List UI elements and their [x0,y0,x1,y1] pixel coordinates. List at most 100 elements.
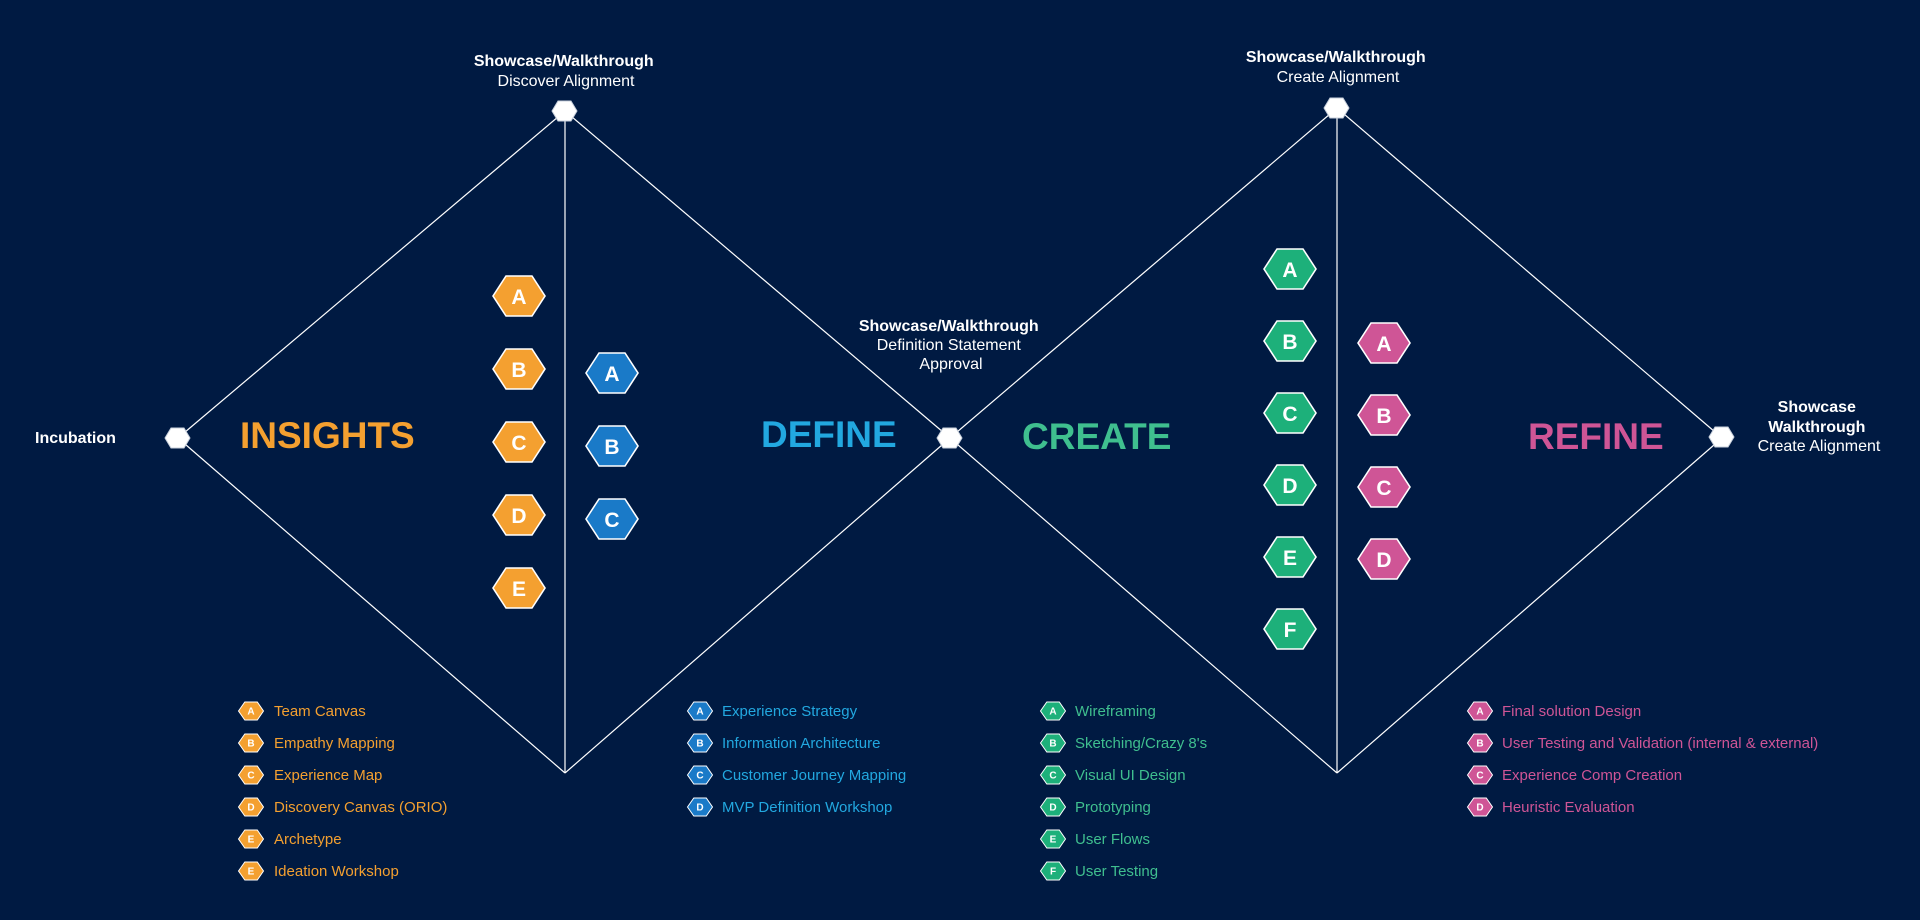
insights-legend-item: B Empathy Mapping [237,733,395,753]
legend-item-text: Customer Journey Mapping [722,767,906,784]
hex-shape [1263,608,1317,650]
diamond-line [1336,107,1723,439]
hex-shape [492,275,546,317]
create-hex-badge: A [1263,248,1317,290]
hex-letter: B [511,359,526,382]
hex-shape [1263,536,1317,578]
legend-hex-icon [686,701,714,721]
milestone-node-create [1323,97,1350,119]
legend-hex-letter: E [248,867,255,878]
hex-letter: A [604,363,619,386]
create-hex-badge: C [1263,392,1317,434]
phase-title-create: CREATE [1022,416,1171,457]
create-hex-badge: F [1263,608,1317,650]
legend-hex-letter: A [1049,707,1056,718]
legend-hex-icon [1039,861,1067,881]
define-hex-group: ABC [585,352,639,540]
legend-item-text: User Testing [1075,863,1158,880]
legend-hex-letter: A [1476,707,1483,718]
legend-hex-letter: C [1049,771,1056,782]
refine-hex-badge: A [1357,322,1411,364]
legend-hex-icon [1466,797,1494,817]
hex-shape [1263,248,1317,290]
hex-letter: A [511,286,526,309]
legend-item-text: Experience Map [274,767,382,784]
legend-hex-icon [686,765,714,785]
legend-hex-letter: B [1476,739,1483,750]
legend-hex-icon [1466,733,1494,753]
create-hex-group: A B CD E F [1263,248,1317,650]
hex-letter: C [511,432,526,455]
milestone-node-discover [551,100,578,122]
legend-item-text: Archetype [274,831,342,848]
hex-letter: D [1376,549,1391,572]
legend-item-text: Heuristic Evaluation [1502,799,1635,816]
create-hex-badge: B [1263,320,1317,362]
legend-hex-letter: C [247,771,254,782]
hex-shape [1263,392,1317,434]
legend-hex-letter: E [248,835,255,846]
hex-shape [585,498,639,540]
legend-item-text: User Testing and Validation (internal & … [1502,735,1818,752]
diamond-line [564,110,951,439]
phase-title-insights: INSIGHTS [240,415,415,456]
legend-hex-icon [686,733,714,753]
hex-letter: B [604,436,619,459]
define-hex-badge: B [585,425,639,467]
create-hex-badge: E [1263,536,1317,578]
legend-hex-icon [237,701,265,721]
legend-hex-icon [237,733,265,753]
diamond-line [949,437,1338,774]
diamond-line [564,437,951,774]
hex-shape [585,425,639,467]
legend-item-text: Prototyping [1075,799,1151,816]
legend-hex-letter: B [696,739,703,750]
hex-shape [1357,394,1411,436]
legend-hex-icon [1039,733,1067,753]
legend-hex-letter: C [696,771,703,782]
insights-legend-item: C Experience Map [237,765,382,785]
hex-shape [1263,464,1317,506]
milestone-node-incubation [164,427,191,449]
hex-letter: B [1282,331,1297,354]
hex-letter: B [1376,405,1391,428]
create-hex-badge: D [1263,464,1317,506]
legend-hex-icon [1466,701,1494,721]
legend-hex-icon [1039,829,1067,849]
legend-item-text: Empathy Mapping [274,735,395,752]
insights-hex-badge: E [492,567,546,609]
define-legend-item: C Customer Journey Mapping [686,765,906,785]
legend-hex-icon [686,797,714,817]
legend-hex-letter: B [247,739,254,750]
hex-shape [1263,320,1317,362]
legend-item-text: Experience Comp Creation [1502,767,1682,784]
legend-hex-letter: C [1476,771,1483,782]
hex-letter: E [1283,547,1297,570]
hex-shape [1357,538,1411,580]
diamond-line [177,437,566,774]
legend-hex-icon [1039,765,1067,785]
legend-item-text: Discovery Canvas (ORIO) [274,799,447,816]
milestone-node-definition [936,427,963,449]
insights-hex-badge: D [492,494,546,536]
hex-shape [492,567,546,609]
hex-letter: E [512,578,526,601]
refine-legend-item: B User Testing and Validation (internal &… [1466,733,1818,753]
legend-hex-letter: B [1049,739,1056,750]
diamond-lines [177,107,1723,774]
legend-hex-icon [237,829,265,849]
insights-hex-group: A B C D E [492,275,546,609]
